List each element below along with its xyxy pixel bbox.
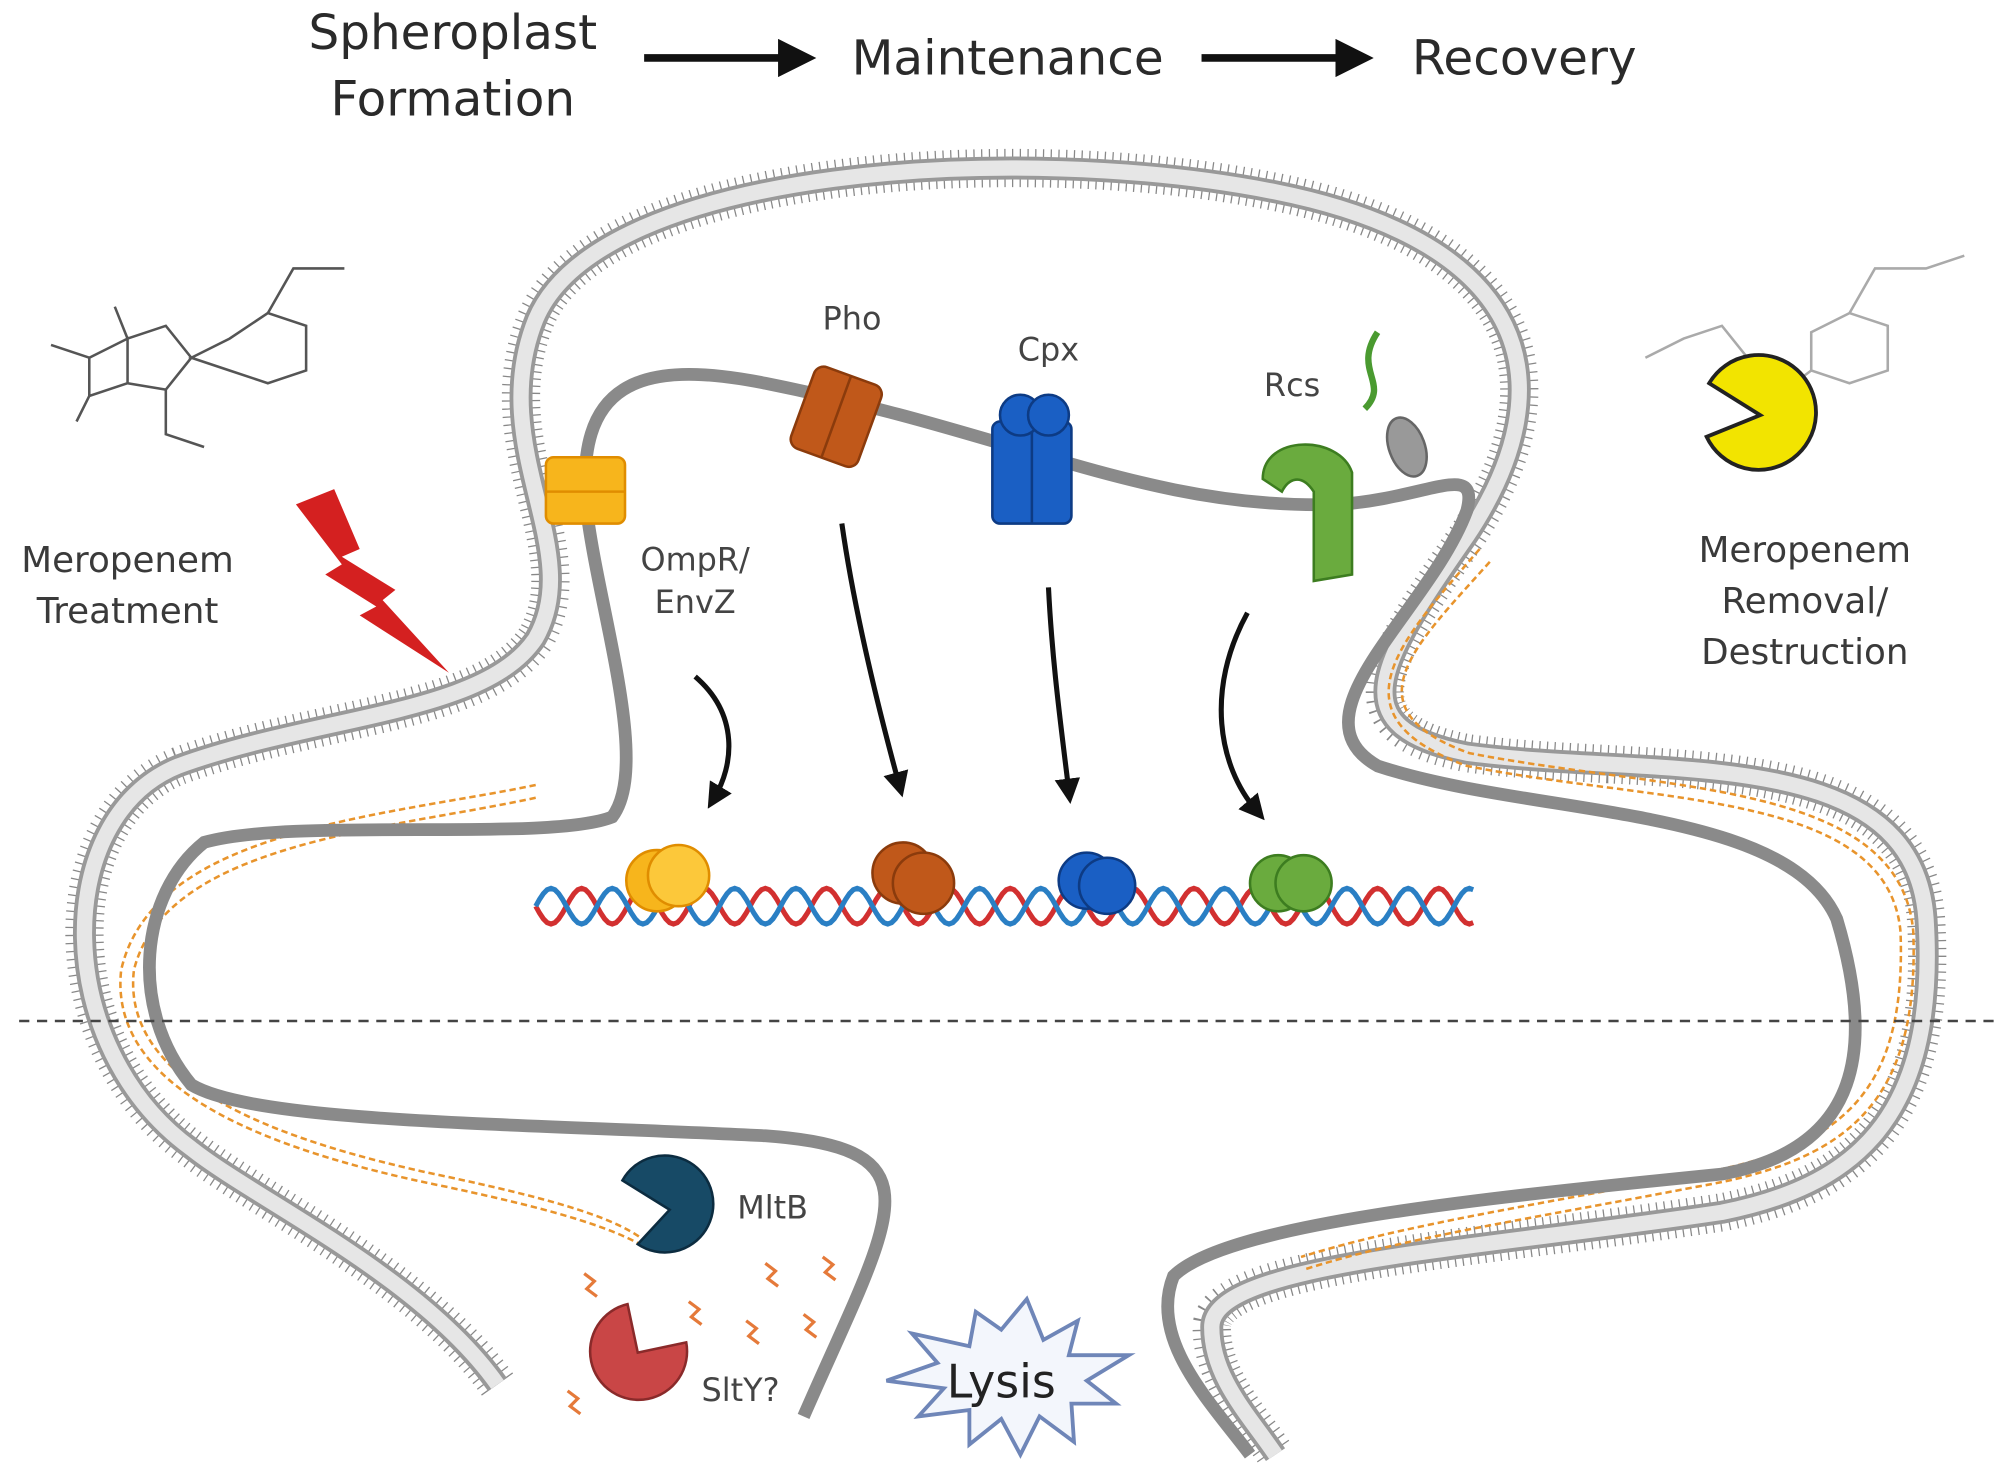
signal-arrows: [693, 523, 1265, 821]
label-cpx: Cpx: [1018, 330, 1079, 368]
label-rcs: Rcs: [1264, 366, 1320, 404]
label-meropenem-treatment-line2: Treatment: [36, 591, 219, 632]
peptidoglycan-layer: [119, 548, 1915, 1271]
pho-regulator: [871, 841, 956, 916]
stage-spheroplast-formation-line1: Spheroplast: [308, 5, 597, 61]
stage-recovery: Recovery: [1412, 31, 1637, 87]
meropenem-molecule-faded-icon: [1644, 254, 1965, 391]
label-ompr: OmpR/: [641, 541, 751, 579]
label-meropenem-removal-line1: Meropenem: [1699, 530, 1912, 571]
dna-strand-blue: [533, 885, 1475, 927]
label-meropenem-removal-line3: Destruction: [1701, 632, 1908, 673]
label-lysis: Lysis: [947, 1354, 1056, 1408]
meropenem-molecule-icon: [50, 267, 345, 449]
cpx-sensor: [991, 393, 1073, 525]
label-meropenem-removal-line2: Removal/: [1721, 581, 1889, 622]
label-slty: SltY?: [702, 1371, 780, 1409]
stage-spheroplast-formation-line2: Formation: [331, 71, 576, 127]
ompr-envz-sensor: [544, 455, 627, 525]
rcs-sensor: [1261, 330, 1428, 583]
arrow-cpx: [1045, 587, 1081, 805]
label-meropenem-treatment-line1: Meropenem: [21, 540, 234, 581]
cpx-regulator: [1057, 851, 1137, 916]
stage-maintenance: Maintenance: [852, 31, 1164, 87]
arrow-rcs: [1218, 611, 1265, 821]
outer-membrane: [65, 148, 1947, 1466]
label-envz: EnvZ: [655, 583, 736, 621]
arrow-pho: [839, 523, 909, 798]
label-pho: Pho: [823, 300, 882, 338]
mltb-enzyme-icon: [620, 1154, 715, 1254]
arrow-ompr: [693, 674, 732, 809]
starburst-icon: [885, 1295, 1136, 1459]
slty-enzyme-icon: [588, 1302, 689, 1402]
rcs-regulator: [1248, 853, 1333, 913]
pho-sensor: [789, 365, 884, 469]
lightning-bolt-icon: [295, 489, 449, 673]
peptidoglycan-fragments: [566, 1255, 837, 1416]
label-mltb: MltB: [737, 1189, 808, 1227]
pacman-icon: [1704, 353, 1818, 472]
ompr-regulator: [625, 843, 711, 913]
